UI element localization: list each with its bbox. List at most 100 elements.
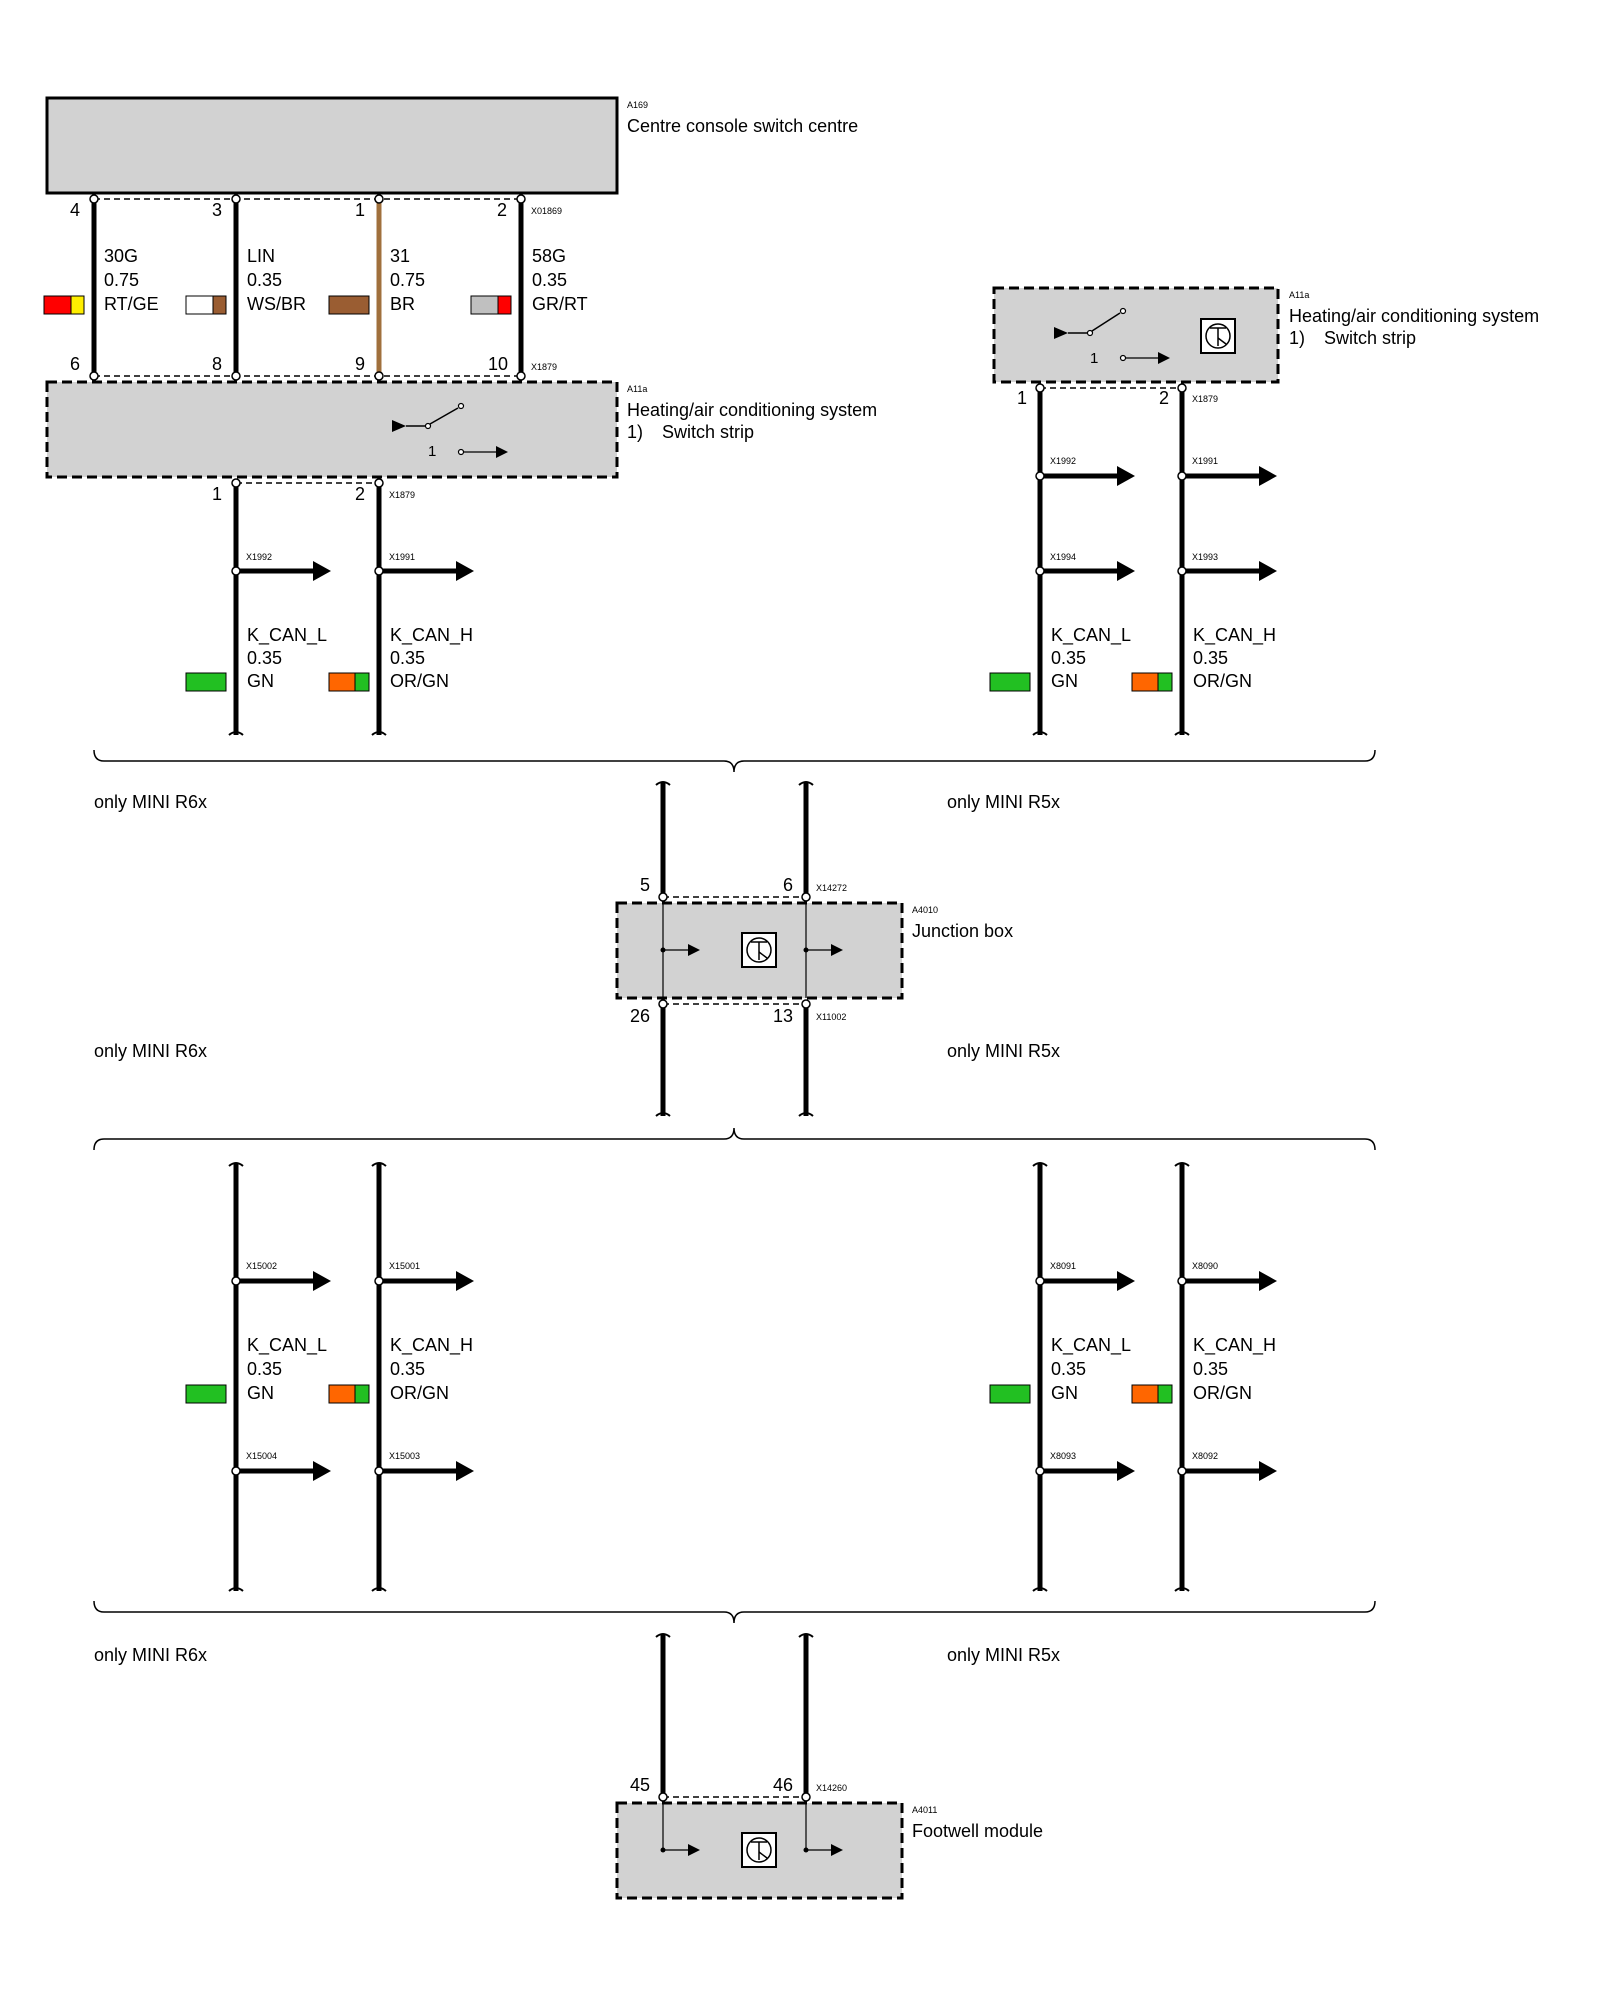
svg-text:0.75: 0.75 xyxy=(104,270,139,290)
module-a169: A169 Centre console switch centre xyxy=(45,96,858,195)
svg-text:OR/GN: OR/GN xyxy=(390,671,449,691)
svg-text:K_CAN_H: K_CAN_H xyxy=(1193,1335,1276,1356)
connector-x01869-outline xyxy=(94,198,520,377)
can-label-lower-right-l: K_CAN_L 0.35 GN xyxy=(989,1335,1131,1404)
splice-row3-left: X15002 X15001 xyxy=(231,1261,474,1291)
svg-text:RT/GE: RT/GE xyxy=(104,294,159,314)
svg-text:0.35: 0.35 xyxy=(247,1359,282,1379)
svg-text:X1879: X1879 xyxy=(1192,394,1218,404)
svg-text:26: 26 xyxy=(630,1006,650,1026)
svg-text:X11002: X11002 xyxy=(816,1012,846,1022)
svg-text:X1994: X1994 xyxy=(1050,552,1076,562)
svg-text:6: 6 xyxy=(783,875,793,895)
svg-text:K_CAN_H: K_CAN_H xyxy=(1193,625,1276,646)
svg-text:X1879: X1879 xyxy=(389,490,415,500)
can-label-upper-right-h: K_CAN_H 0.35 OR/GN xyxy=(1131,625,1276,692)
svg-text:0.35: 0.35 xyxy=(532,270,567,290)
pin-label: 1 xyxy=(355,200,365,220)
wire-label-lin: LIN 0.35 WS/BR xyxy=(185,246,306,315)
svg-text:5: 5 xyxy=(640,875,650,895)
svg-text:0.75: 0.75 xyxy=(390,270,425,290)
svg-text:X15001: X15001 xyxy=(389,1261,420,1271)
svg-text:K_CAN_H: K_CAN_H xyxy=(390,625,473,646)
variant-r6x: only MINI R6x xyxy=(94,792,207,812)
top-wires xyxy=(89,194,526,381)
pin-label: 3 xyxy=(212,200,222,220)
svg-text:BR: BR xyxy=(390,294,415,314)
svg-text:6: 6 xyxy=(70,354,80,374)
splice-row1-right: X1992 X1991 xyxy=(1035,456,1277,486)
svg-text:1): 1) xyxy=(627,422,643,442)
svg-text:X1992: X1992 xyxy=(1050,456,1076,466)
can-label-lower-right-h: K_CAN_H 0.35 OR/GN xyxy=(1131,1335,1276,1404)
svg-text:GR/RT: GR/RT xyxy=(532,294,588,314)
svg-text:9: 9 xyxy=(355,354,365,374)
pins-a169: 4 3 1 2 X01869 xyxy=(70,200,562,220)
svg-text:K_CAN_L: K_CAN_L xyxy=(247,625,327,646)
svg-text:WS/BR: WS/BR xyxy=(247,294,306,314)
footwell-wires: 45 46 X14260 xyxy=(630,1633,847,1802)
svg-text:0.35: 0.35 xyxy=(390,1359,425,1379)
svg-text:A4010: A4010 xyxy=(912,905,938,915)
can-wires-lower xyxy=(228,1162,1190,1592)
svg-text:X8091: X8091 xyxy=(1050,1261,1076,1271)
can-label-upper-left-h: K_CAN_H 0.35 OR/GN xyxy=(328,625,473,692)
splice-row2-right: X1994 X1993 xyxy=(1035,552,1277,581)
svg-text:X1879: X1879 xyxy=(531,362,557,372)
svg-text:13: 13 xyxy=(773,1006,793,1026)
svg-text:LIN: LIN xyxy=(247,246,275,266)
svg-text:K_CAN_H: K_CAN_H xyxy=(390,1335,473,1356)
can-label-lower-left-h: K_CAN_H 0.35 OR/GN xyxy=(328,1335,473,1404)
svg-text:X8093: X8093 xyxy=(1050,1451,1076,1461)
brace-2 xyxy=(93,1127,1376,1151)
svg-text:10: 10 xyxy=(488,354,508,374)
svg-text:Junction box: Junction box xyxy=(912,921,1013,941)
wire-label-58g: 58G 0.35 GR/RT xyxy=(470,246,588,315)
module-a169-name: Centre console switch centre xyxy=(627,116,858,136)
svg-text:31: 31 xyxy=(390,246,410,266)
junction-wires-bottom: 26 13 X11002 xyxy=(630,999,846,1117)
svg-text:X8092: X8092 xyxy=(1192,1451,1218,1461)
pins-a11a-right-bottom: 1 2 X1879 xyxy=(1017,383,1218,408)
module-a11a-right: A11a Heating/air conditioning system 1) … xyxy=(992,286,1539,384)
can-label-upper-right-l: K_CAN_L 0.35 GN xyxy=(989,625,1131,692)
svg-text:2: 2 xyxy=(355,484,365,504)
svg-text:A4011: A4011 xyxy=(912,1805,937,1815)
svg-text:GN: GN xyxy=(247,1383,274,1403)
svg-text:X15003: X15003 xyxy=(389,1451,420,1461)
transistor-icon xyxy=(741,1832,777,1868)
module-a11a-left: A11a Heating/air conditioning system 1) … xyxy=(45,380,877,479)
svg-text:0.35: 0.35 xyxy=(390,648,425,668)
junction-wires: 5 6 X14272 xyxy=(640,781,847,902)
svg-text:X14272: X14272 xyxy=(816,883,847,893)
splice-row3-right: X8091 X8090 xyxy=(1035,1261,1277,1291)
svg-text:58G: 58G xyxy=(532,246,566,266)
switch-icon: 1 xyxy=(392,402,508,460)
svg-text:GN: GN xyxy=(247,671,274,691)
svg-text:Heating/air conditioning syste: Heating/air conditioning system xyxy=(627,400,877,420)
svg-text:Switch strip: Switch strip xyxy=(1324,328,1416,348)
svg-text:0.35: 0.35 xyxy=(1051,648,1086,668)
pins-a11a-left-bottom: 1 2 X1879 xyxy=(212,478,415,504)
module-a4011: A4011 Footwell module xyxy=(615,1801,1043,1900)
svg-text:OR/GN: OR/GN xyxy=(1193,1383,1252,1403)
svg-text:X1991: X1991 xyxy=(389,552,415,562)
brace-1 xyxy=(93,749,1376,773)
svg-text:1: 1 xyxy=(428,443,436,460)
connector-label: X01869 xyxy=(531,206,562,216)
brace-3 xyxy=(93,1600,1376,1624)
svg-text:45: 45 xyxy=(630,1775,650,1795)
splice-row4-right: X8093 X8092 xyxy=(1035,1451,1277,1481)
transistor-icon xyxy=(741,932,777,968)
module-a169-code: A169 xyxy=(627,100,648,110)
svg-text:2: 2 xyxy=(1159,388,1169,408)
pin-label: 2 xyxy=(497,200,507,220)
pin-label: 4 xyxy=(70,200,80,220)
can-label-upper-left-l: K_CAN_L 0.35 GN xyxy=(185,625,327,692)
svg-text:Switch strip: Switch strip xyxy=(662,422,754,442)
svg-text:X1992: X1992 xyxy=(246,552,272,562)
wire-label-31: 31 0.75 BR xyxy=(328,246,425,315)
svg-text:1: 1 xyxy=(1017,388,1027,408)
svg-text:K_CAN_L: K_CAN_L xyxy=(1051,1335,1131,1356)
